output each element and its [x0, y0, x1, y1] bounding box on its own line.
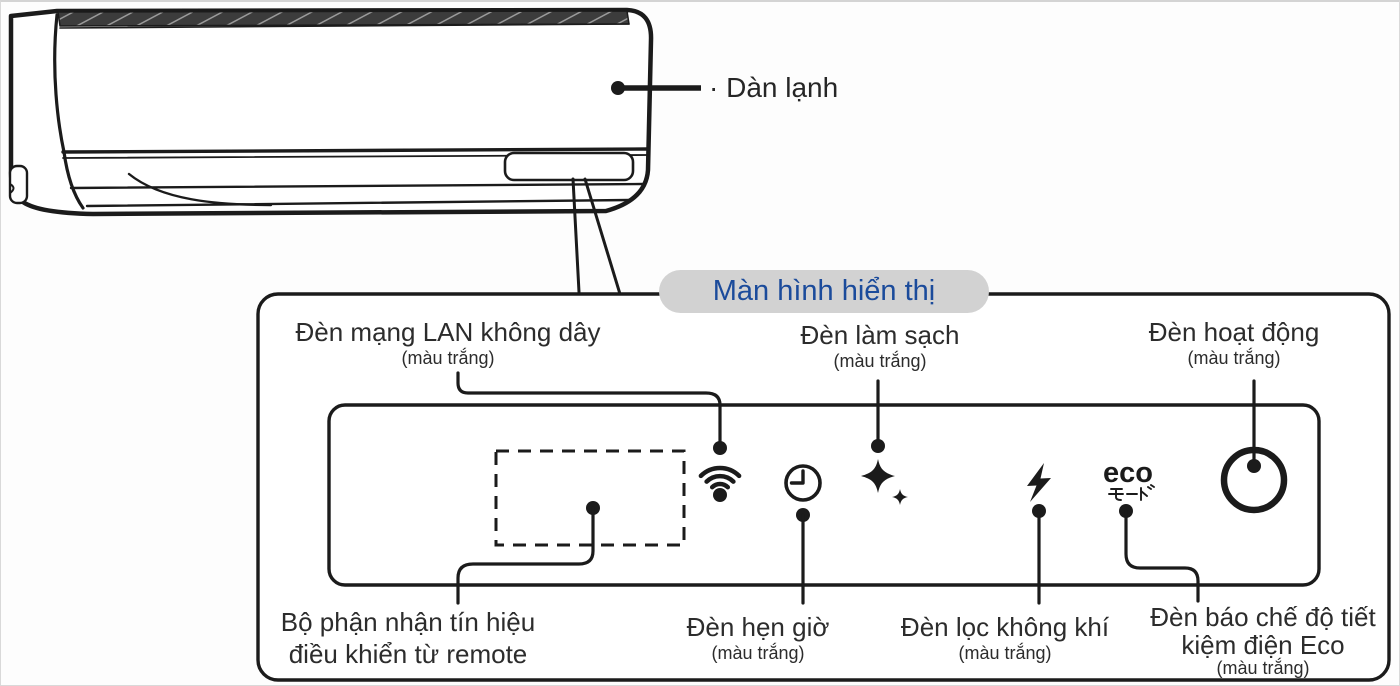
- label-receiver-line2: điều khiển từ remote: [288, 639, 528, 669]
- label-receiver: Bộ phận nhận tín hiệu điều khiển từ remo…: [281, 606, 535, 670]
- label-air-filter-sub: (màu trắng): [958, 643, 1052, 663]
- eco-mode-kana: [1108, 484, 1155, 501]
- unit-bottom-left-curve: [127, 172, 273, 207]
- unit-outline: [8, 7, 654, 217]
- signal-receiver-area: [494, 449, 686, 547]
- label-operation: Đèn hoạt động (màu trắng): [1149, 318, 1320, 369]
- label-clean-sub: (màu trắng): [833, 351, 927, 371]
- leader-eco-mode: [1119, 504, 1200, 603]
- leader-clean: [871, 379, 885, 453]
- label-air-filter: Đèn lọc không khí (màu trắng): [901, 613, 1109, 664]
- leader-wireless-lan: [456, 371, 727, 455]
- label-receiver-line1: Bộ phận nhận tín hiệu: [280, 607, 536, 637]
- unit-label: · Dàn lạnh: [709, 72, 839, 103]
- label-eco-mode-sub: (màu trắng): [1216, 658, 1310, 678]
- unit-top-inner-line: [59, 23, 630, 29]
- label-eco-mode: Đèn báo chế độ tiết kiệm điện Eco (màu t…: [1150, 603, 1376, 678]
- label-clean: Đèn làm sạch (màu trắng): [801, 321, 960, 372]
- label-eco-mode-line2: kiệm điện Eco: [1181, 630, 1345, 660]
- wifi-icon: [698, 465, 742, 502]
- ac-unit-illustration: [8, 7, 654, 217]
- label-operation-sub: (màu trắng): [1187, 348, 1281, 368]
- unit-band-line-3: [69, 182, 645, 190]
- unit-left-foot-notch: [9, 183, 15, 194]
- label-eco-mode-line1: Đèn báo chế độ tiết: [1150, 602, 1376, 632]
- display-window: [503, 151, 635, 182]
- label-wireless-lan: Đèn mạng LAN không dây (màu trắng): [296, 318, 601, 369]
- label-air-filter-title: Đèn lọc không khí: [900, 612, 1110, 642]
- display-panel: [327, 403, 1321, 587]
- label-operation-title: Đèn hoạt động: [1148, 317, 1320, 347]
- unit-bottom-inner-line: [85, 198, 631, 208]
- label-timer: Đèn hẹn giờ (màu trắng): [687, 613, 830, 664]
- callout-pill: Màn hình hiển thị: [659, 270, 989, 313]
- sparkle-icon: [861, 459, 908, 505]
- label-wireless-lan-title: Đèn mạng LAN không dây: [295, 317, 601, 347]
- label-wireless-lan-sub: (màu trắng): [401, 348, 495, 368]
- leader-lines: [456, 371, 1261, 605]
- eco-text: eco: [1103, 457, 1155, 501]
- unit-top-grille: [57, 10, 630, 27]
- leader-timer: [796, 508, 810, 605]
- unit-left-foot: [8, 164, 29, 205]
- unit-band-line-1: [61, 147, 650, 154]
- unit-pointer-dot: [611, 81, 625, 95]
- eco-label: eco: [1103, 457, 1153, 489]
- leader-air-filter: [1032, 504, 1046, 605]
- lightning-icon: [1027, 463, 1051, 502]
- callout-label: Màn hình hiển thị: [712, 275, 936, 307]
- label-clean-title: Đèn làm sạch: [800, 320, 960, 350]
- label-timer-title: Đèn hẹn giờ: [686, 612, 830, 642]
- clock-icon: [784, 464, 822, 502]
- leader-operation: [1247, 379, 1261, 473]
- unit-front-left-curve: [53, 13, 85, 210]
- leader-receiver: [456, 501, 600, 605]
- unit-pointer: [611, 81, 701, 95]
- label-timer-sub: (màu trắng): [711, 643, 805, 663]
